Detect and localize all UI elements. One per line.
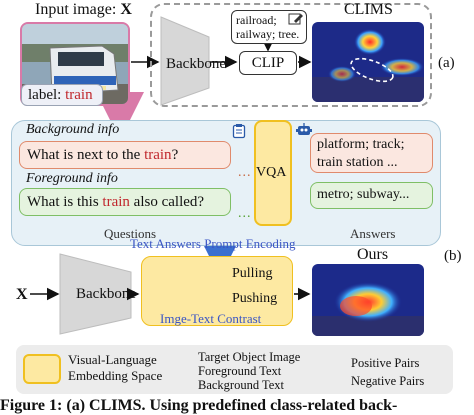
foreground-question: What is this train also called?	[19, 188, 231, 216]
foreground-answer: metro; subway...	[310, 182, 433, 209]
legend-negative-label: Negative Pairs	[351, 374, 425, 388]
clims-panel	[150, 3, 432, 107]
vqa-label: VQA	[256, 165, 287, 180]
background-question: What is next to the train?	[19, 141, 231, 169]
legend-foreground-label: Foreground Text	[198, 364, 282, 378]
backbone-b-shape	[59, 253, 132, 335]
vqa-box	[254, 120, 292, 226]
legend-embedding-swatch	[23, 354, 61, 384]
questions-caption: Questions	[104, 226, 156, 241]
background-answer: platform; track; train station ...	[310, 133, 433, 173]
legend-positive-label: Positive Pairs	[351, 356, 420, 370]
pushing-label: Pushing	[232, 291, 278, 306]
ours-heatmap-photo	[312, 264, 424, 336]
panel-a-tag: (a)	[438, 55, 455, 71]
legend	[16, 345, 453, 394]
ours-title: Ours	[357, 246, 389, 263]
input-image-title: Input image: X	[35, 1, 132, 18]
clipboard-icon	[232, 124, 246, 139]
pulling-label: Pulling	[232, 266, 273, 281]
contrast-panel	[141, 256, 293, 326]
legend-embedding-label-2: Embedding Space	[68, 368, 163, 383]
clims-title: CLIMS	[344, 1, 393, 18]
class-prompt-box: railroad; railway; tree.	[231, 10, 307, 44]
backbone-a-shape	[160, 16, 210, 106]
clims-heatmap-photo	[312, 22, 424, 102]
background-info-label: Background info	[26, 122, 120, 137]
legend-target-label: Target Object Image	[198, 350, 301, 364]
backbone-a-label: Backbone	[166, 56, 226, 72]
contrast-caption: Imge-Text Contrast	[160, 311, 262, 326]
legend-background-label: Background Text	[198, 378, 285, 392]
panel-b-tag: (b)	[444, 248, 462, 264]
backbone-b-label: Backbone	[76, 286, 136, 302]
legend-embedding-label-1: Visual-Language	[68, 352, 157, 367]
input-x: X	[16, 286, 28, 303]
pencil-icon	[288, 13, 303, 25]
label-tag: label: train	[21, 84, 103, 106]
figure-caption: Figure 1: (a) CLIMS. Using predefined cl…	[0, 397, 398, 414]
foreground-info-label: Foreground info	[26, 171, 118, 186]
background-dots: ...	[238, 165, 252, 180]
answers-caption: Answers	[350, 226, 396, 241]
clip-box: CLIP	[239, 51, 297, 75]
encoding-label: Text Answers Prompt Encoding	[130, 236, 296, 251]
robot-icon	[296, 123, 312, 135]
foreground-dots: ...	[238, 206, 252, 221]
